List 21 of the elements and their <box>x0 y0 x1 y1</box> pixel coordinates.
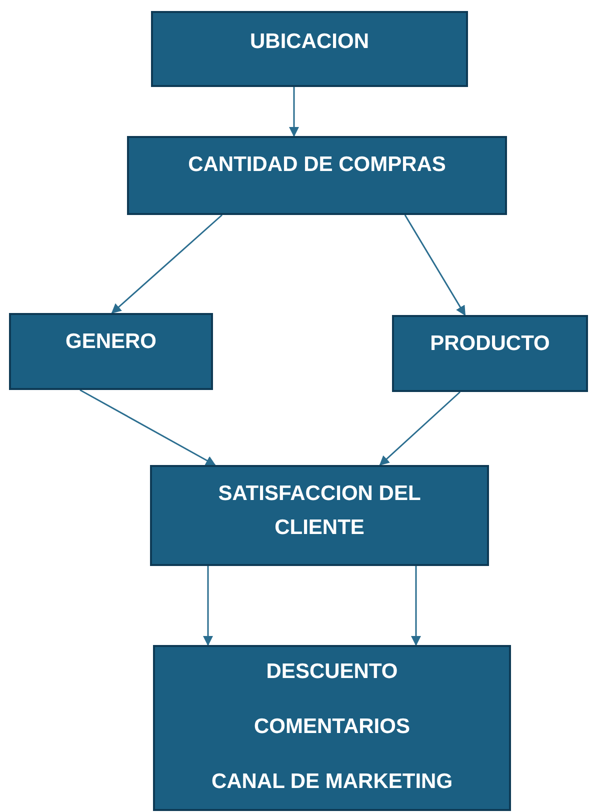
process-box <box>392 315 588 392</box>
process-box <box>150 465 489 566</box>
box-label: DESCUENTO <box>266 659 398 685</box>
box-label: UBICACION <box>250 29 369 55</box>
arrow <box>289 87 299 137</box>
arrow <box>379 391 460 466</box>
arrow <box>80 389 216 466</box>
process-box <box>151 11 468 87</box>
process-box <box>127 136 507 215</box>
process-box <box>9 313 213 390</box>
arrow <box>203 566 213 646</box>
arrow <box>411 566 421 646</box>
box-label: CANTIDAD DE COMPRAS <box>188 152 446 178</box>
box-label: SATISFACCION DEL CLIENTE <box>217 481 422 541</box>
arrow <box>111 214 222 314</box>
box-label: COMENTARIOS <box>254 714 410 740</box>
box-label: PRODUCTO <box>430 331 550 357</box>
process-box <box>153 645 511 811</box>
box-label: GENERO <box>65 329 156 355</box>
arrow <box>404 214 466 316</box>
box-label: CANAL DE MARKETING <box>211 769 453 795</box>
